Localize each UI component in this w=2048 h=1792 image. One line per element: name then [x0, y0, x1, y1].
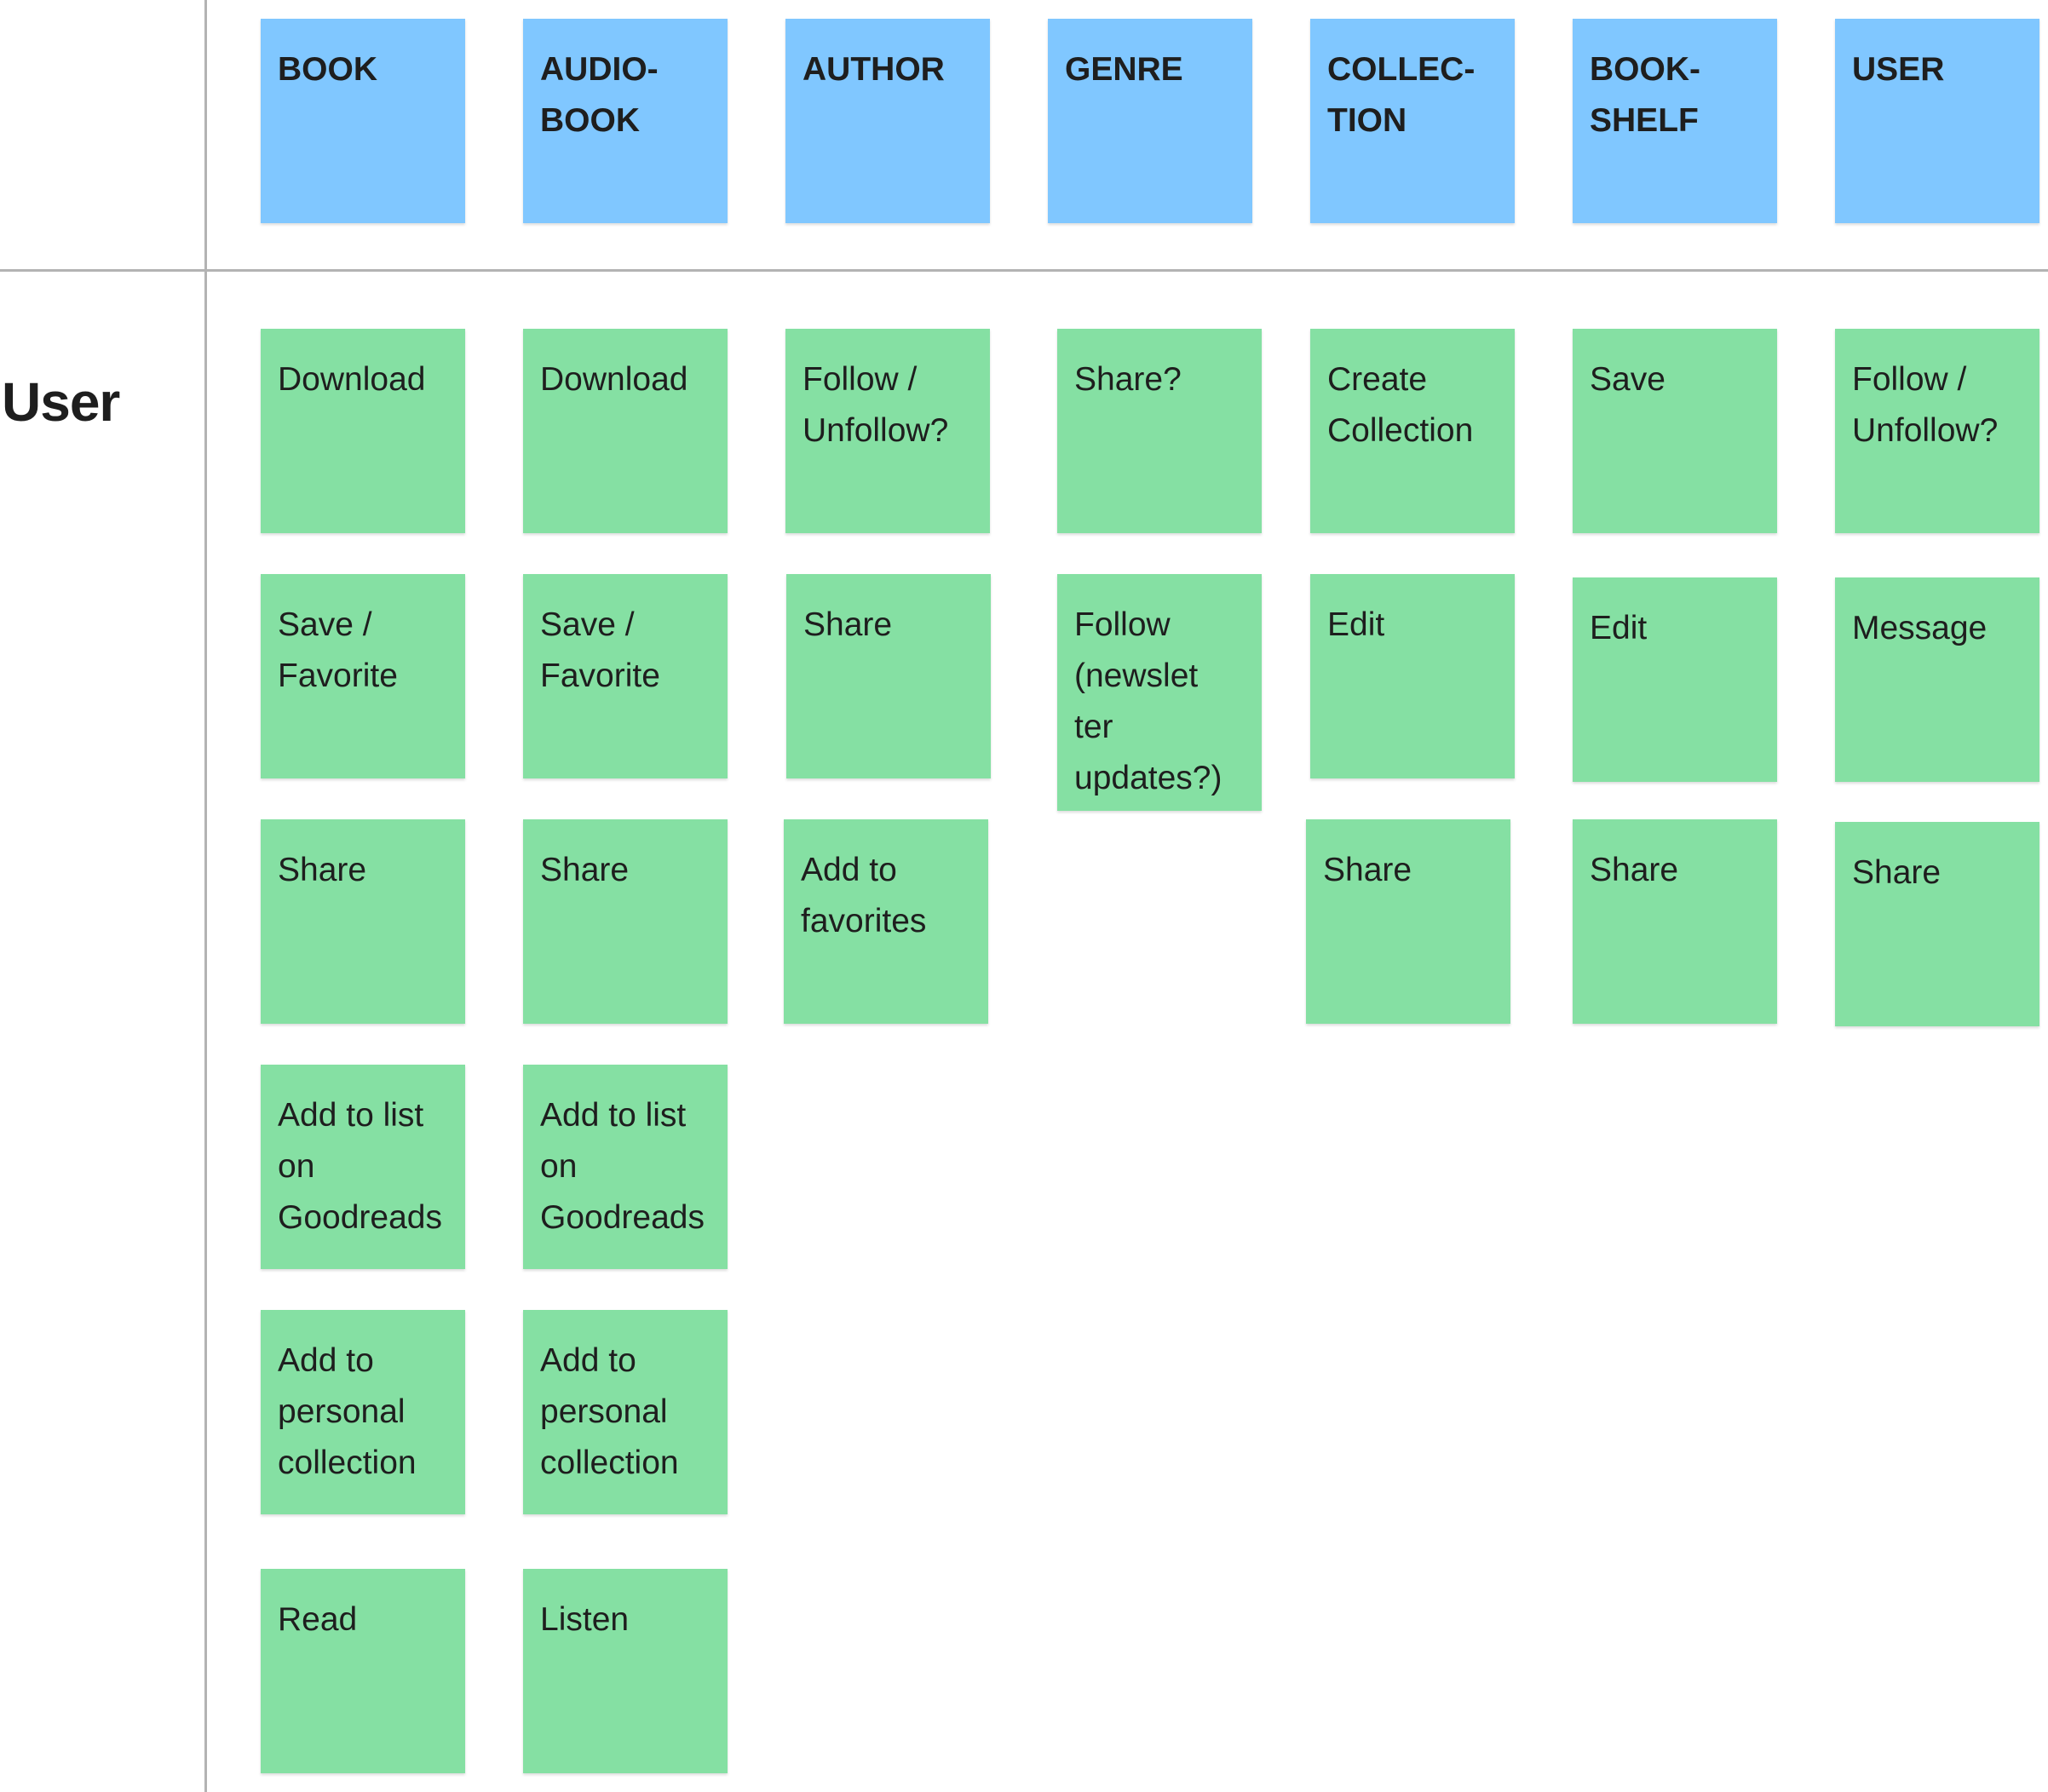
header-sticky-audiobook[interactable]: AUDIO- BOOK	[523, 19, 728, 223]
vertical-divider	[204, 0, 207, 1792]
row-label-user: User	[2, 371, 120, 433]
action-sticky-book-add-to-goodreads[interactable]: Add to list on Goodreads	[261, 1065, 465, 1269]
action-sticky-user-share[interactable]: Share	[1835, 822, 2039, 1026]
action-sticky-audiobook-add-to-goodreads[interactable]: Add to list on Goodreads	[523, 1065, 728, 1269]
header-sticky-bookshelf[interactable]: BOOK- SHELF	[1573, 19, 1777, 223]
action-sticky-user-follow[interactable]: Follow / Unfollow?	[1835, 329, 2039, 533]
action-sticky-author-follow[interactable]: Follow / Unfollow?	[785, 329, 990, 533]
action-sticky-bookshelf-share[interactable]: Share	[1573, 819, 1777, 1024]
action-sticky-bookshelf-save[interactable]: Save	[1573, 329, 1777, 533]
action-sticky-book-share[interactable]: Share	[261, 819, 465, 1024]
action-sticky-book-read[interactable]: Read	[261, 1569, 465, 1773]
action-sticky-book-download[interactable]: Download	[261, 329, 465, 533]
action-sticky-genre-follow[interactable]: Follow (newslet ter updates?)	[1057, 574, 1262, 811]
action-sticky-audiobook-download[interactable]: Download	[523, 329, 728, 533]
action-sticky-bookshelf-edit[interactable]: Edit	[1573, 577, 1777, 782]
action-sticky-user-message[interactable]: Message	[1835, 577, 2039, 782]
action-sticky-book-add-to-collection[interactable]: Add to personal collection	[261, 1310, 465, 1514]
action-sticky-author-share[interactable]: Share	[786, 574, 991, 778]
action-sticky-audiobook-save-favorite[interactable]: Save / Favorite	[523, 574, 728, 778]
action-sticky-book-save-favorite[interactable]: Save / Favorite	[261, 574, 465, 778]
header-sticky-author[interactable]: AUTHOR	[785, 19, 990, 223]
header-sticky-user[interactable]: USER	[1835, 19, 2039, 223]
action-sticky-genre-share[interactable]: Share?	[1057, 329, 1262, 533]
action-sticky-collection-share[interactable]: Share	[1306, 819, 1510, 1024]
header-sticky-book[interactable]: BOOK	[261, 19, 465, 223]
header-sticky-genre[interactable]: GENRE	[1048, 19, 1252, 223]
header-sticky-collection[interactable]: COLLEC- TION	[1310, 19, 1515, 223]
horizontal-divider	[0, 269, 2048, 272]
action-sticky-audiobook-add-to-collection[interactable]: Add to personal collection	[523, 1310, 728, 1514]
action-sticky-audiobook-share[interactable]: Share	[523, 819, 728, 1024]
action-sticky-collection-edit[interactable]: Edit	[1310, 574, 1515, 778]
action-sticky-author-add-to-favorites[interactable]: Add to favorites	[784, 819, 988, 1024]
action-sticky-audiobook-listen[interactable]: Listen	[523, 1569, 728, 1773]
action-sticky-collection-create[interactable]: Create Collection	[1310, 329, 1515, 533]
